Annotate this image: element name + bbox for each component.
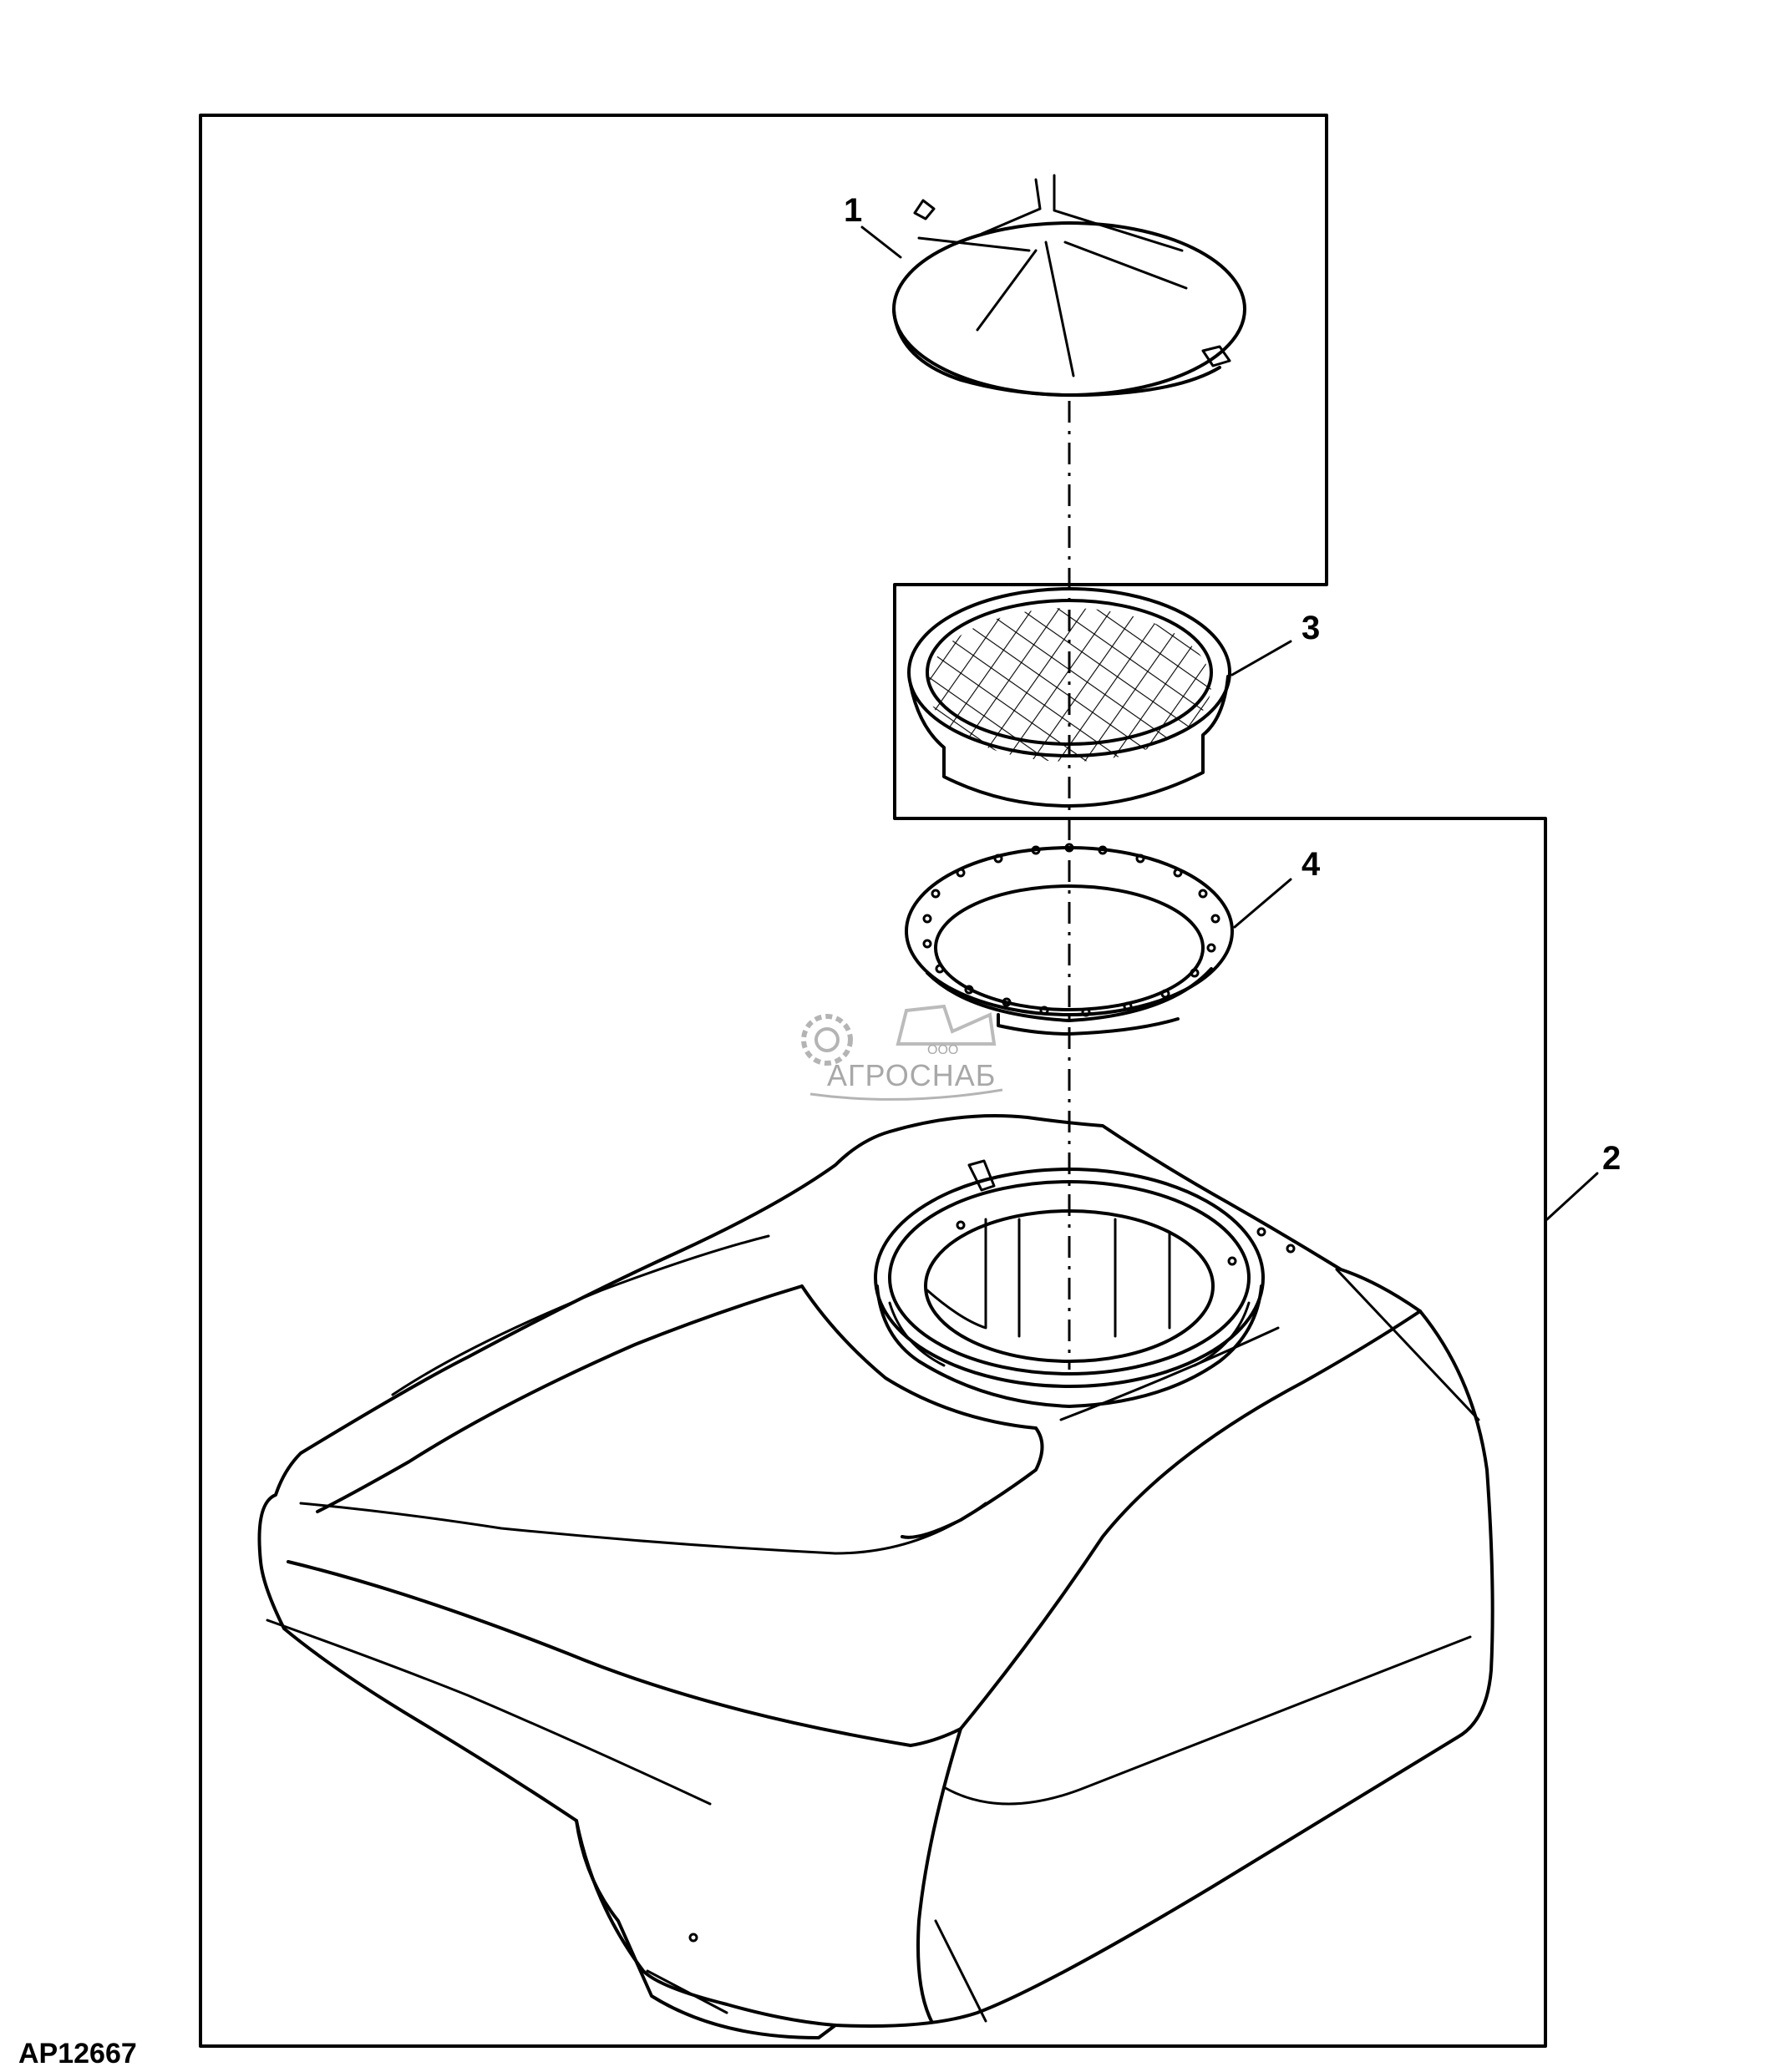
leader-line-4 (1233, 878, 1292, 929)
callout-4: 4 (1302, 846, 1321, 883)
leader-line-3 (1231, 640, 1292, 676)
leader-line-1 (860, 225, 902, 259)
part-strainer (907, 587, 1231, 808)
part-tank (257, 1114, 1494, 2039)
callout-2: 2 (1602, 1140, 1621, 1177)
group-boundary (199, 114, 1547, 2048)
part-cover (892, 174, 1246, 398)
callout-1: 1 (844, 192, 862, 229)
watermark-prefix: ООО (927, 1043, 958, 1057)
part-gasket (905, 843, 1234, 1036)
figure-id: AP12667 (18, 2038, 137, 2069)
leader-line-2 (1545, 1172, 1599, 1221)
callout-3: 3 (1302, 610, 1320, 646)
watermark-brand: АГРОСНАБ (827, 1058, 996, 1092)
watermark-logo: ООО АГРОСНАБ (801, 1004, 1003, 1101)
